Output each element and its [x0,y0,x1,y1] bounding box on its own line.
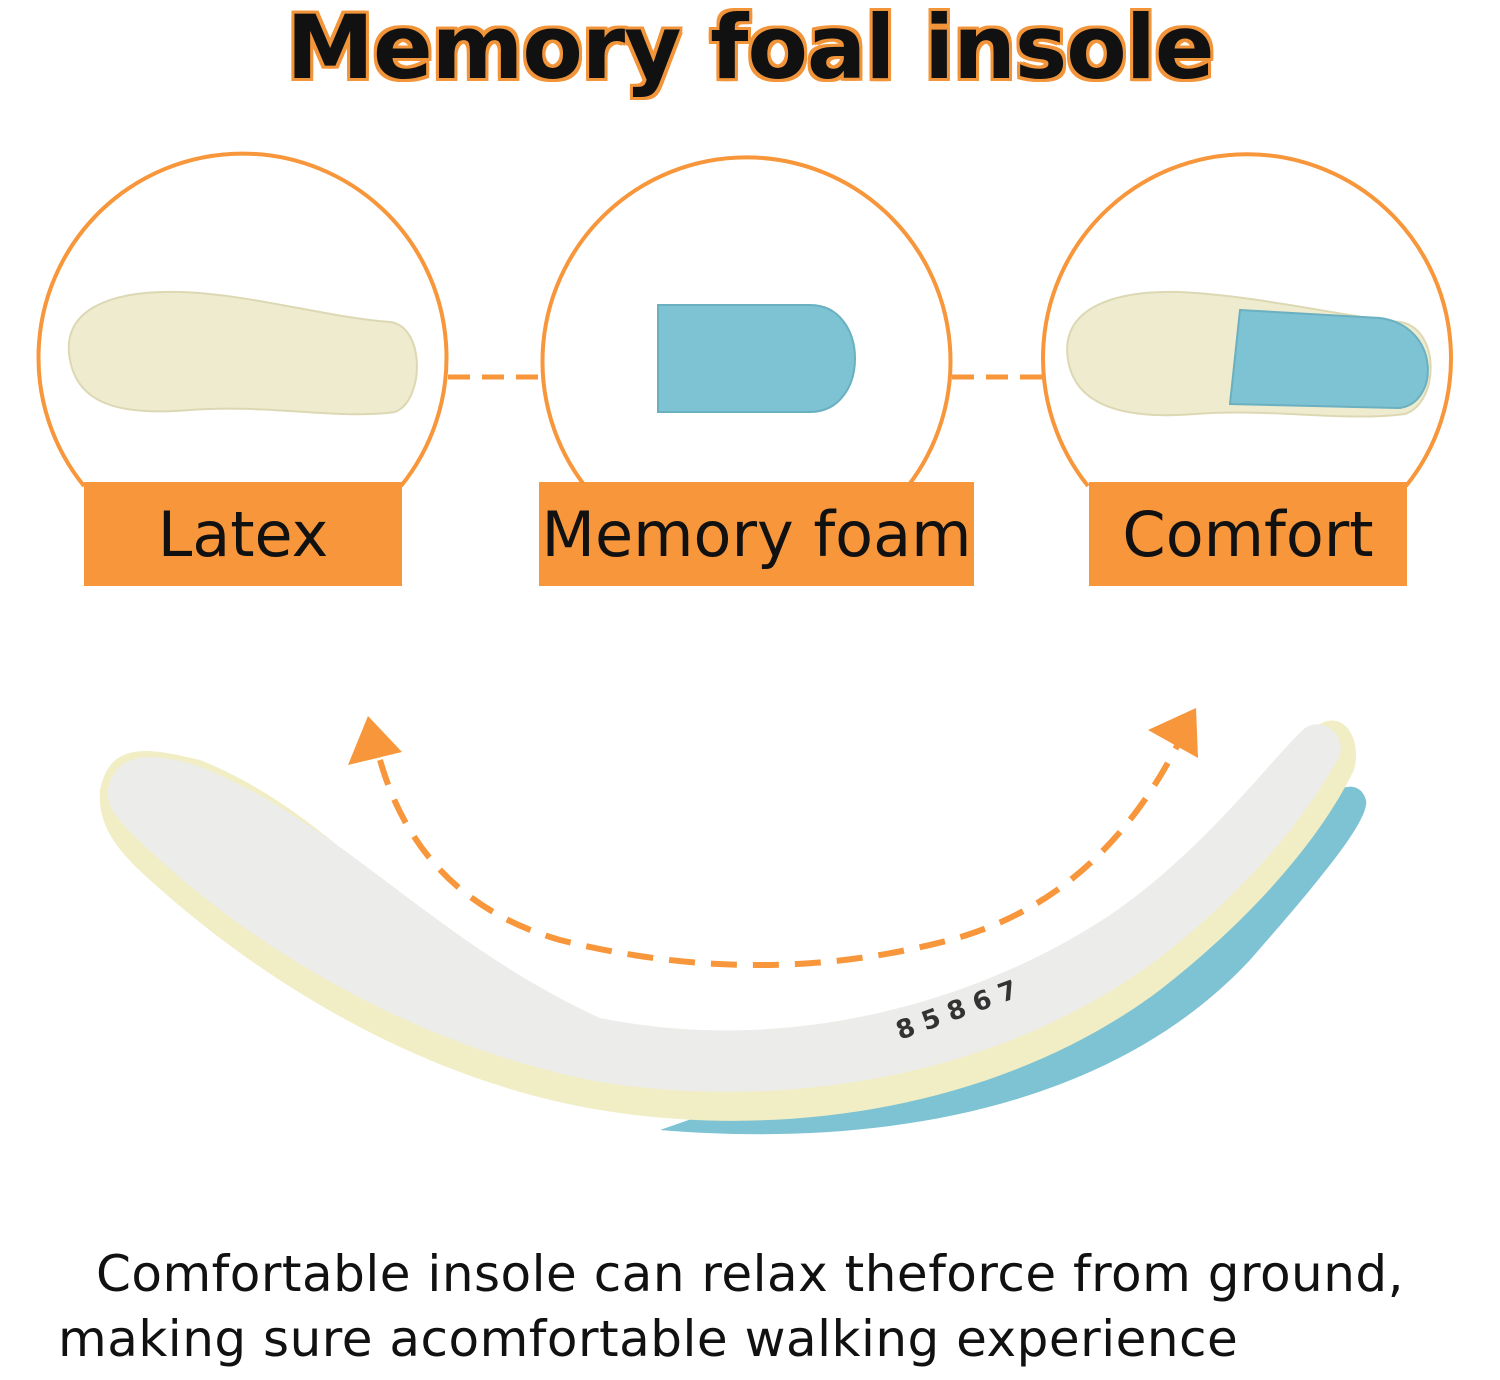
flex-arrow [348,708,1198,968]
label-comfort-text: Comfort [1122,497,1374,571]
memory-foam-piece-image [657,304,856,413]
label-latex-text: Latex [157,497,329,571]
bent-insole-image: 8 5 8 6 7 [99,720,1367,1135]
label-latex: Latex [84,482,402,586]
comfort-circle [1041,152,1453,488]
page-title: Memory foal insole [286,0,1214,99]
footer-line-1: Comfortable insole can relax theforce fr… [95,1245,1405,1303]
latex-circle [36,151,449,488]
arrow-head-left [348,716,402,765]
label-comfort: Comfort [1089,482,1407,586]
arrow-head-right [1148,708,1198,758]
footer-line-2: making sure acomfortable walking experie… [58,1310,1239,1368]
label-memory-foam: Memory foam [539,482,974,586]
memory-foam-circle [540,155,953,488]
latex-insole-image [67,290,418,416]
label-memory-foam-text: Memory foam [541,497,972,571]
